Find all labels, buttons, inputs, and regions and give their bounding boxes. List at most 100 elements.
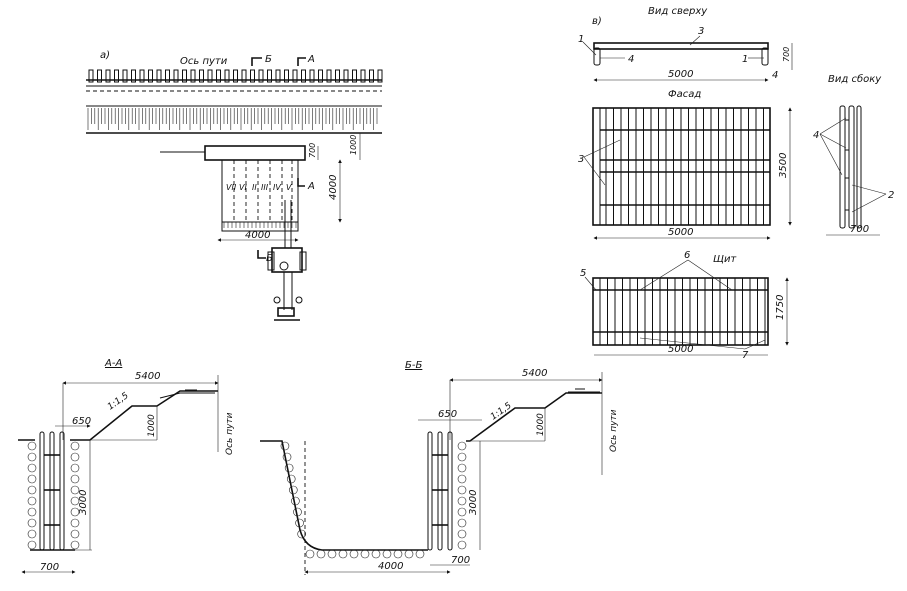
sleeper (241, 69, 247, 83)
post (593, 47, 601, 66)
post (49, 431, 55, 551)
soil-mark (70, 529, 80, 539)
sleeper (105, 69, 111, 83)
soil-mark (27, 441, 37, 451)
section-mark-a-label: А (307, 181, 315, 192)
section-aa-title: А-А (104, 358, 122, 369)
section-a-a: А-А 5400 Ось пути 650 1:1,5 1000 3000 70… (18, 358, 235, 574)
dim-slope: 1:1,5 (489, 401, 514, 423)
soil-mark (393, 549, 403, 559)
sleeper (131, 69, 136, 83)
dim-depth: 3000 (78, 490, 89, 515)
dim-step: 1000 (147, 414, 157, 437)
soil-mark (338, 549, 348, 559)
sleeper (369, 69, 374, 83)
dim-facade-length: 5000 (668, 227, 693, 238)
sleeper (318, 69, 323, 83)
sleeper (207, 69, 213, 83)
post (59, 431, 65, 551)
soil-mark (327, 549, 337, 559)
soil-mark (27, 452, 37, 462)
dim-width: 700 (40, 562, 59, 573)
soil-mark (316, 549, 326, 559)
sleeper (114, 69, 119, 83)
callout-2: 2 (888, 190, 894, 201)
shield-panel (592, 277, 769, 346)
sleeper (267, 69, 272, 83)
pit-profile (260, 440, 428, 551)
soil-mark (457, 463, 467, 473)
soil-mark (70, 496, 80, 506)
soil-mark (404, 549, 414, 559)
excavation-order-labels: VII VI II III IV V (226, 183, 292, 192)
sleeper (258, 69, 264, 83)
track-axis-label: Ось пути (609, 409, 619, 452)
section-b-b: Б-Б 5400 Ось пути 650 1:1,5 1000 3000 40… (260, 360, 619, 575)
soil-mark (70, 485, 80, 495)
callout-3: 3 (698, 26, 704, 37)
soil-mark (70, 452, 80, 462)
soil-mark (457, 452, 467, 462)
callout-6: 6 (684, 250, 690, 261)
top-view-title: Вид сверху (648, 6, 708, 17)
strip-label: V (286, 183, 292, 192)
soil-mark (457, 507, 467, 517)
sleeper (284, 69, 289, 83)
section-mark-b-label: Б (266, 253, 273, 264)
shoring-wall (27, 431, 80, 551)
strip-label: VI (239, 183, 247, 192)
dim-width: 700 (451, 555, 470, 566)
section-bb-title: Б-Б (405, 360, 422, 371)
callout-1: 1 (742, 54, 748, 65)
side-view (839, 105, 862, 229)
soil-mark (297, 529, 306, 539)
sleeper (352, 69, 357, 83)
sleeper (292, 69, 298, 83)
soil-mark (382, 549, 392, 559)
dim-side-width: 700 (850, 224, 869, 235)
callout-3: 3 (578, 154, 584, 165)
soil-mark (282, 452, 292, 462)
soil-mark (371, 549, 381, 559)
sleeper (182, 69, 187, 83)
soil-mark (286, 474, 296, 484)
panel-a-label: а) (100, 50, 110, 61)
dim-depth: 3000 (468, 490, 479, 515)
dim-shield: 700 (308, 143, 317, 158)
embankment-hatching (87, 108, 378, 130)
strip-label: III (261, 183, 269, 192)
callout-7: 7 (742, 350, 749, 361)
callout-5: 5 (580, 268, 586, 279)
strip-label: II (252, 183, 257, 192)
soil-mark (415, 549, 425, 559)
panel-a-plan: а) Ось пути Б А VII VI II III IV V А (86, 50, 383, 321)
soil-mark (27, 496, 37, 506)
soil-mark (27, 485, 37, 495)
soil-mark (70, 518, 80, 528)
sleeper (250, 69, 255, 83)
ground-profile (466, 392, 602, 442)
sleeper (190, 69, 196, 83)
post (447, 431, 453, 551)
section-mark-b-label: Б (265, 54, 272, 65)
rail-on-ballast (159, 389, 215, 399)
ground-profile (18, 390, 218, 441)
soil-mark (27, 540, 37, 550)
sleeper (335, 69, 340, 83)
sleeper (148, 69, 153, 83)
rail-on-ballast (568, 388, 600, 393)
section-mark-a (297, 178, 305, 187)
sleeper (199, 69, 204, 83)
shield-hatching (223, 222, 297, 228)
soil-mark (27, 507, 37, 517)
section-mark-a-top (297, 57, 306, 66)
sleeper (139, 69, 145, 83)
panel-v-shield-details: в) Вид сверху 3 1 4 1 4 5000 700 Фасад 3… (578, 6, 894, 361)
dim-total: 5400 (135, 371, 160, 382)
dim-step: 1000 (536, 413, 546, 436)
soil-mark (457, 518, 467, 528)
sleeper (377, 69, 383, 83)
sleeper (343, 69, 349, 83)
soil-mark (349, 549, 359, 559)
